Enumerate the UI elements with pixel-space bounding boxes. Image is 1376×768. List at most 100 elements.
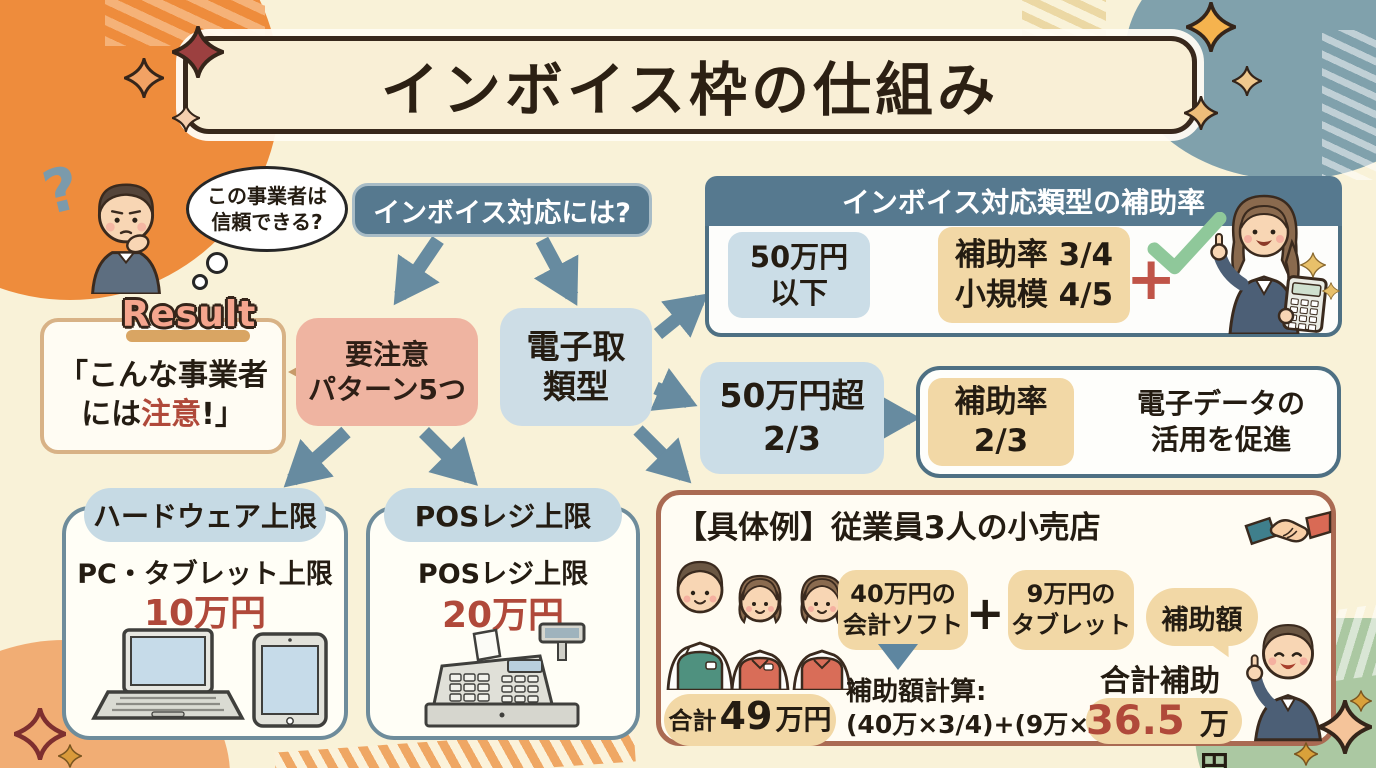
check-icon xyxy=(1147,212,1227,275)
thought-bubble-line1: この事業者は xyxy=(207,184,327,208)
etype-line1: 電子取 xyxy=(526,327,626,367)
under-50man-line1: 50万円 xyxy=(749,239,849,274)
rate-under-line1: 補助率 3/4 xyxy=(954,236,1114,273)
hardware-header-label: ハードウェア上限 xyxy=(92,500,317,533)
result-label: Result xyxy=(121,294,257,335)
pos-limit-header: POSレジ上限 xyxy=(384,488,622,542)
sparkle-icon xyxy=(1300,252,1326,278)
hardware-limit-line: PC・タブレット上限 xyxy=(72,552,338,591)
sparkle-icon xyxy=(1232,66,1262,96)
software-cost-line2: 会計ソフト xyxy=(843,611,963,639)
example-header: 【具体例】従業員3人の小売店 xyxy=(676,510,1101,546)
tablet-cost-line1: 9万円の xyxy=(1026,579,1116,608)
result-line1: 「こんな事業者 xyxy=(58,358,268,393)
sparkle-icon xyxy=(172,104,200,132)
over-50man-box: 50万円超 2/3 xyxy=(700,362,884,474)
total-unit: 万円 xyxy=(775,703,832,736)
sparkle-icon xyxy=(1294,742,1318,766)
under-50man-line2: 以下 xyxy=(769,276,828,310)
over-50man-line1: 50万円超 xyxy=(719,376,865,416)
sparkle-icon xyxy=(172,26,224,78)
arrow-question-to-caution xyxy=(393,236,444,306)
calc-label: 補助額計算: xyxy=(846,677,987,707)
rate-over-line2: 2/3 xyxy=(973,423,1029,459)
result-line2-pre: には xyxy=(81,397,142,432)
outcome-text: 電子データの 活用を促進 xyxy=(1108,380,1334,464)
subsidy-bubble-label: 補助額 xyxy=(1161,604,1243,636)
outcome-line2: 活用を促進 xyxy=(1150,423,1291,456)
thinking-man-illustration xyxy=(91,183,161,294)
hardware-line-text: PC・タブレット上限 xyxy=(77,559,333,590)
thought-bubble-tail xyxy=(206,252,228,274)
pos-header-label: POSレジ上限 xyxy=(414,500,592,533)
arrow-caution-to-hardware xyxy=(283,426,351,488)
arrow-etype-to-rates xyxy=(653,293,709,340)
question-box-label: インボイス対応には? xyxy=(373,197,631,229)
stripes-top-right xyxy=(1322,30,1376,180)
rate-under-line2: 小規模 4/5 xyxy=(954,277,1114,313)
laptop-icon xyxy=(91,628,245,720)
etype-line2: 類型 xyxy=(543,367,609,406)
total-subsidy-pill: 36.5 万円 xyxy=(1086,698,1242,768)
down-arrow-icon xyxy=(878,644,918,670)
thought-bubble: この事業者は 信頼できる? xyxy=(186,166,348,252)
under-50man-box: 50万円 以下 xyxy=(728,232,870,318)
page-title: インボイス枠の仕組み xyxy=(380,56,1000,124)
electronic-type-box: 電子取 類型 xyxy=(500,308,652,426)
caution-line2: パターン5つ xyxy=(307,373,467,406)
pos-limit-line: POSレジ上限 xyxy=(376,552,630,591)
sparkle-icon xyxy=(1322,282,1340,300)
tablet-cost-bubble: 9万円の タブレット xyxy=(1008,570,1134,650)
hardware-limit-amount: 10万円 xyxy=(72,584,338,636)
handshake-icon xyxy=(1244,510,1332,546)
tablet-cost-line2: タブレット xyxy=(1011,611,1131,639)
sparkle-icon xyxy=(124,58,164,98)
pos-line-text: POSレジ上限 xyxy=(417,559,589,590)
question-box: インボイス対応には? xyxy=(352,183,652,237)
hardware-amount-text: 10万円 xyxy=(143,593,267,634)
rate-over-50man-box: 補助率 2/3 xyxy=(928,378,1074,466)
thought-bubble-tail xyxy=(192,274,208,290)
caution-pattern-box: 要注意 パターン5つ xyxy=(296,318,478,426)
stripes-top-center xyxy=(1022,0,1106,38)
caution-line1: 要注意 xyxy=(344,338,429,371)
over-50man-line2: 2/3 xyxy=(763,419,821,458)
hardware-limit-header: ハードウェア上限 xyxy=(84,488,326,542)
arrow-caution-to-pos xyxy=(419,427,478,486)
sparkle-icon xyxy=(1184,96,1218,130)
result-line2-emphasis: 注意 xyxy=(141,397,202,432)
outcome-line1: 電子データの xyxy=(1136,386,1305,420)
thought-bubble-line2: 信頼できる? xyxy=(211,210,323,234)
calc-formula: (40万×3/4)+(9万×4) xyxy=(846,710,1119,740)
result-label-ribbon xyxy=(126,330,250,342)
title-banner: インボイス枠の仕組み xyxy=(183,36,1197,134)
total-prefix: 合計 xyxy=(668,707,717,735)
sparkle-icon xyxy=(1318,700,1372,754)
total-subsidy-unit: 万円 xyxy=(1199,707,1229,768)
rate-under-50man-box: 補助率 3/4 小規模 4/5 xyxy=(938,227,1130,323)
arrow-etype-to-over50 xyxy=(650,368,698,411)
arrow-etype-to-example xyxy=(633,425,692,484)
sparkle-icon xyxy=(58,744,82,768)
plus-icon: + xyxy=(966,586,1005,640)
tablet-icon xyxy=(252,632,328,728)
total-subsidy-label: 合計補助 xyxy=(1100,664,1220,699)
businesswoman-illustration xyxy=(1210,194,1328,334)
total-cost-pill: 合計 49 万円 xyxy=(664,694,836,746)
result-line2: には注意!」 xyxy=(81,395,245,434)
rate-over-line1: 補助率 xyxy=(954,384,1048,421)
employees-illustration xyxy=(666,560,852,690)
arrow-question-to-etype xyxy=(533,236,579,306)
result-line2-post: !」 xyxy=(201,397,245,432)
sparkle-icon xyxy=(1186,2,1236,52)
cash-register-icon xyxy=(424,622,586,728)
total-value: 49 xyxy=(719,694,773,738)
sparkle-icon xyxy=(1350,690,1372,712)
subsidy-amount-bubble: 補助額 xyxy=(1146,588,1258,646)
software-cost-bubble: 40万円の 会計ソフト xyxy=(838,570,968,650)
rates-header-label: インボイス対応類型の補助率 xyxy=(841,186,1206,219)
subsidy-calculation: 補助額計算: (40万×3/4)+(9万×4) xyxy=(846,676,1118,741)
software-cost-line1: 40万円の xyxy=(850,579,956,608)
sparkle-icon xyxy=(14,708,66,760)
